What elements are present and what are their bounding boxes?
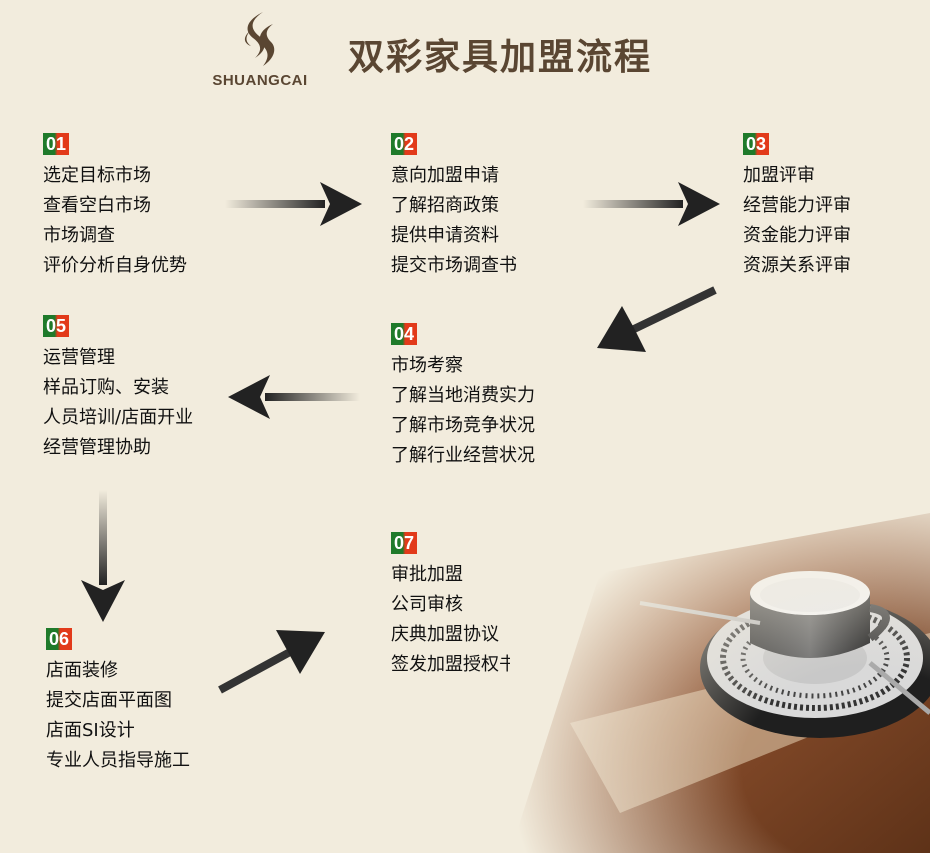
step-item: 市场考察 xyxy=(391,355,463,376)
arrow-right-icon xyxy=(583,182,720,226)
step-item: 店面装修 xyxy=(46,660,118,681)
table-setting-photo xyxy=(510,513,930,853)
step-number-badge: 04 xyxy=(391,323,418,345)
step-item: 审批加盟 xyxy=(391,564,463,585)
step-item: 查看空白市场 xyxy=(43,195,151,216)
step-item: 了解行业经营状况 xyxy=(391,445,535,466)
step-item: 意向加盟申请 xyxy=(391,165,499,186)
arrow-right-icon xyxy=(225,182,362,226)
step-06: 06 店面装修 提交店面平面图 店面SI设计 专业人员指导施工 xyxy=(46,628,190,776)
step-item: 了解市场竞争状况 xyxy=(391,415,535,436)
step-item: 经营能力评审 xyxy=(743,195,851,216)
step-item: 签发加盟授权书 xyxy=(391,654,517,675)
brand-logo: SHUANGCAI xyxy=(205,10,315,90)
step-number-badge: 02 xyxy=(391,133,418,155)
step-02: 02 意向加盟申请 了解招商政策 提供申请资料 提交市场调查书 xyxy=(391,133,517,281)
step-item: 提交店面平面图 xyxy=(46,690,172,711)
arrow-up-right-icon xyxy=(218,630,325,694)
step-item: 人员培训/店面开业 xyxy=(43,407,194,428)
step-number-badge: 07 xyxy=(391,532,418,554)
page-title: 双彩家具加盟流程 xyxy=(348,37,653,78)
step-number-badge: 01 xyxy=(43,133,70,155)
arrow-down-icon xyxy=(81,490,125,622)
step-item: 资源关系评审 xyxy=(743,255,851,276)
step-item: 市场调查 xyxy=(43,225,115,246)
step-item: 店面SI设计 xyxy=(46,720,135,741)
step-item: 评价分析自身优势 xyxy=(43,255,187,276)
step-item: 公司审核 xyxy=(391,594,463,615)
step-item: 庆典加盟协议 xyxy=(391,624,499,645)
step-07: 07 审批加盟 公司审核 庆典加盟协议 签发加盟授权书 xyxy=(391,532,517,680)
step-01: 01 选定目标市场 查看空白市场 市场调查 评价分析自身优势 xyxy=(43,133,187,281)
step-number-badge: 03 xyxy=(743,133,770,155)
arrow-down-left-icon xyxy=(597,286,717,352)
arrow-left-icon xyxy=(228,375,360,419)
step-item: 样品订购、安装 xyxy=(43,377,169,398)
step-item: 加盟评审 xyxy=(743,165,815,186)
step-item: 提交市场调查书 xyxy=(391,255,517,276)
step-number-badge: 06 xyxy=(46,628,73,650)
step-item: 资金能力评审 xyxy=(743,225,851,246)
step-05: 05 运营管理 样品订购、安装 人员培训/店面开业 经营管理协助 xyxy=(43,315,193,463)
step-item: 了解当地消费实力 xyxy=(391,385,535,406)
step-04: 04 市场考察 了解当地消费实力 了解市场竞争状况 了解行业经营状况 xyxy=(391,323,535,471)
step-item: 专业人员指导施工 xyxy=(46,750,190,771)
step-item: 运营管理 xyxy=(43,347,115,368)
step-item: 选定目标市场 xyxy=(43,165,151,186)
step-item: 了解招商政策 xyxy=(391,195,499,216)
logo-text: SHUANGCAI xyxy=(212,72,308,89)
step-item: 经营管理协助 xyxy=(43,437,151,458)
step-item: 提供申请资料 xyxy=(391,225,499,246)
step-number-badge: 05 xyxy=(43,315,70,337)
s-swirl-logo-icon xyxy=(244,12,275,66)
step-03: 03 加盟评审 经营能力评审 资金能力评审 资源关系评审 xyxy=(743,133,851,281)
